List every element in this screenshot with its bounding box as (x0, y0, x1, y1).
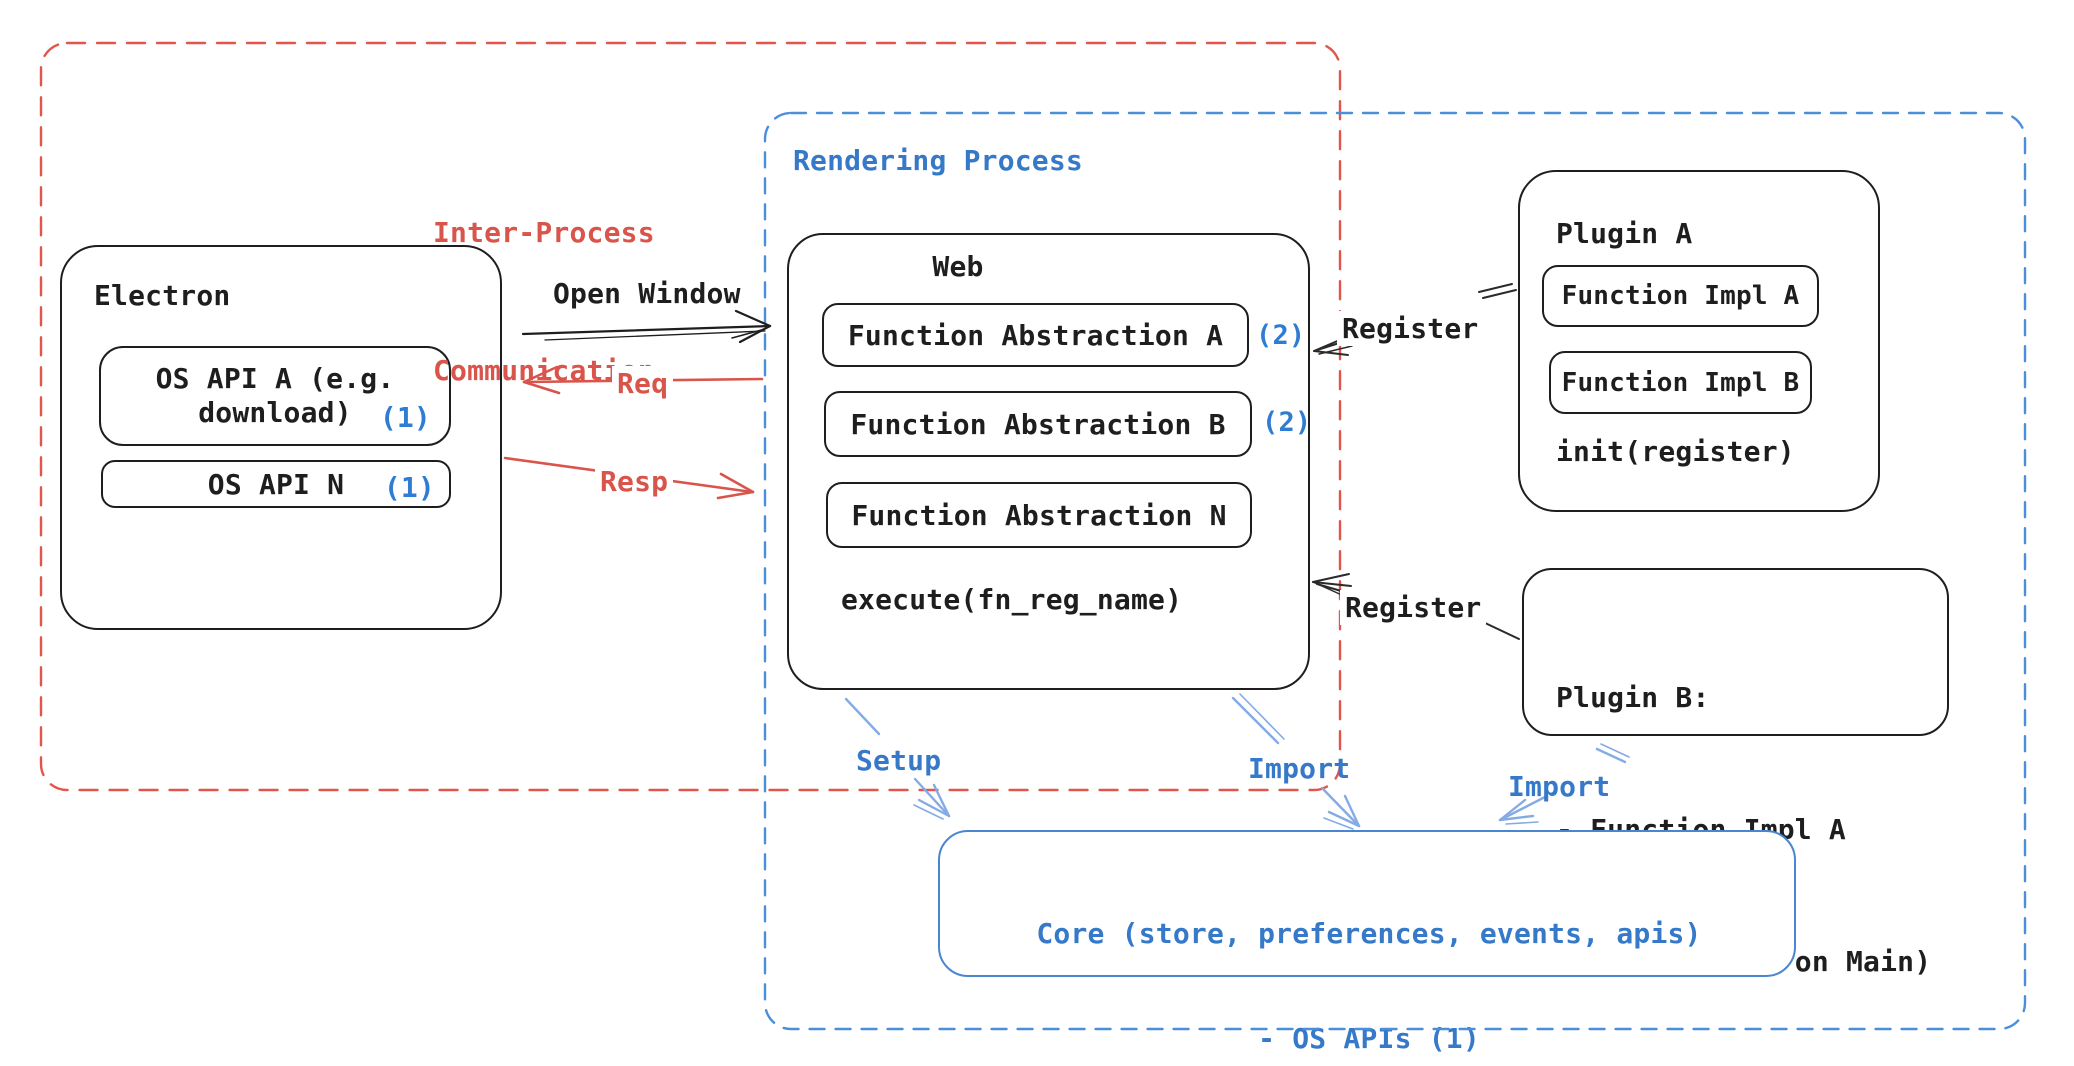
function-impl-a-box: Function Impl A (1542, 265, 1819, 327)
os-api-n-badge: (1) (383, 471, 435, 504)
web-box: Web Function Abstraction A Function Abst… (787, 233, 1312, 690)
function-abstraction-n-label: Function Abstraction N (851, 498, 1227, 532)
req-label: Req (612, 366, 674, 401)
execute-label: execute(fn_reg_name) (841, 583, 1183, 616)
function-abstraction-a-badge: (2) (1256, 320, 1306, 351)
os-api-a-box: OS API A (e.g. download) (1) (99, 346, 451, 446)
function-abstraction-b-badge: (2) (1262, 407, 1312, 438)
ipc-frame-label-line1: Inter-Process (433, 216, 655, 249)
os-api-n-box: OS API N (1) (101, 460, 451, 508)
core-line2: - OS APIs (1) (1258, 1022, 1480, 1055)
rendering-frame-label: Rendering Process (793, 144, 1083, 177)
core-line1: Core (store, preferences, events, apis) (1036, 917, 1702, 950)
function-abstraction-b-label: Function Abstraction B (850, 407, 1226, 441)
function-abstraction-a-box: Function Abstraction A (822, 303, 1249, 367)
web-title: Web (932, 250, 984, 283)
os-api-a-badge: (1) (379, 401, 431, 434)
function-impl-b-box: Function Impl B (1549, 351, 1812, 414)
init-register-label: init(register) (1556, 435, 1795, 468)
plugin-b-box: Plugin B: - Function Impl A - Module (ru… (1522, 568, 1949, 978)
function-impl-b-label: Function Impl B (1561, 367, 1800, 398)
os-api-a-line2: download) (198, 396, 352, 429)
core-box: Core (store, preferences, events, apis) … (938, 830, 1796, 1055)
core-text: Core (store, preferences, events, apis) … (940, 846, 1798, 1066)
os-api-n-label: OS API N (207, 467, 345, 501)
plugin-b-line1: Plugin B: (1556, 681, 1710, 714)
resp-label: Resp (595, 464, 674, 499)
os-api-a-line1: OS API A (e.g. (155, 362, 395, 395)
function-abstraction-n-box: Function Abstraction N (826, 482, 1252, 548)
electron-title: Electron (94, 279, 231, 312)
plugin-a-box: Plugin A Function Impl A Function Impl B… (1518, 170, 1880, 512)
function-abstraction-b-box: Function Abstraction B (824, 391, 1252, 457)
open-window-label: Open Window (553, 277, 741, 310)
function-impl-a-label: Function Impl A (1561, 281, 1800, 311)
setup-label: Setup (856, 744, 942, 777)
import-web-label: Import (1248, 752, 1351, 785)
import-plugin-label: Import (1508, 770, 1611, 803)
plugin-a-title: Plugin A (1556, 217, 1693, 250)
register-b-label: Register (1340, 590, 1487, 625)
register-a-label: Register (1337, 311, 1484, 346)
function-abstraction-a-label: Function Abstraction A (847, 318, 1224, 352)
